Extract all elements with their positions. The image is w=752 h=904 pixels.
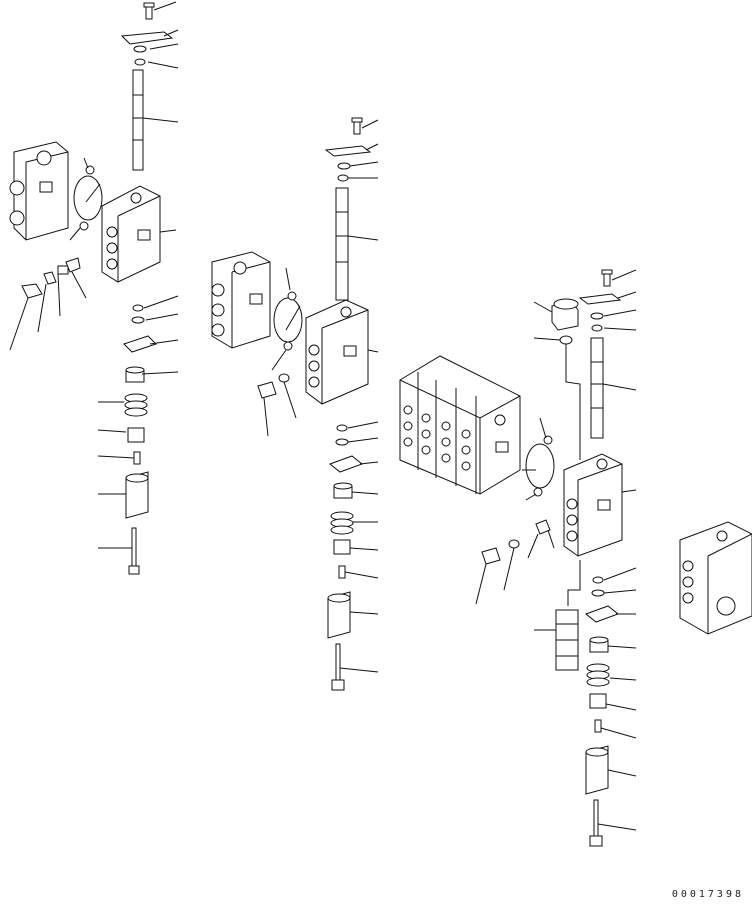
left-spring [124,393,148,417]
right-spool-stack [578,269,622,439]
drawing-number: 00017398 [671,889,744,900]
middle-valve-section [305,299,369,405]
right-gasket [525,443,555,489]
right-valve-section [563,453,623,557]
middle-end-cover [211,251,271,349]
middle-valve-assembly [211,117,379,691]
left-valve-section [101,185,161,283]
middle-leader-lines [263,119,379,673]
left-end-cover [9,141,69,241]
left-gasket [73,175,103,221]
middle-spool-stack [324,117,372,301]
right-end-cover [679,521,752,635]
middle-spring [330,511,354,535]
left-valve-assembly [9,1,179,575]
right-spring [586,663,610,687]
right-leader-lines [475,269,637,831]
left-spool-stack [120,2,174,171]
right-valve-assembly [399,269,752,847]
assembled-valve-bank [399,355,521,495]
left-leader-lines [9,1,179,549]
middle-gasket [273,297,303,343]
